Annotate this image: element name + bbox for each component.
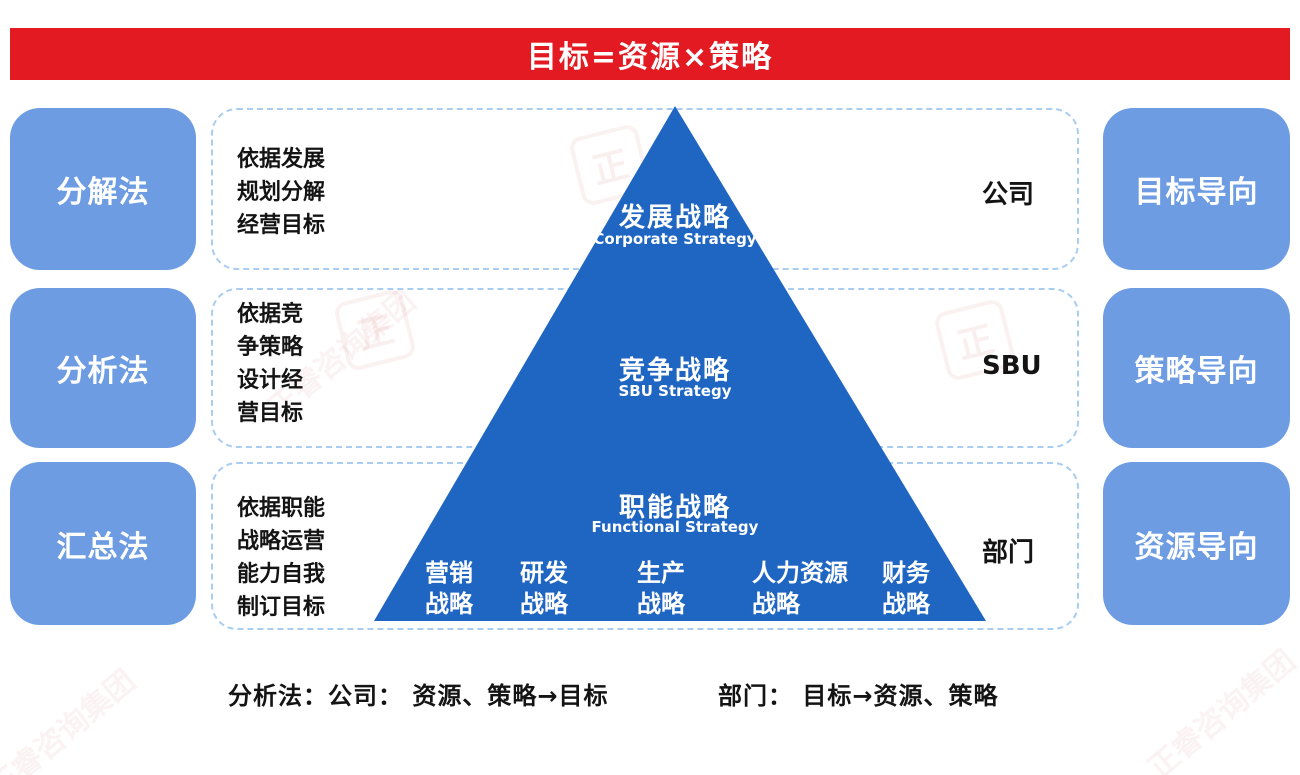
orientation-label: 资源导向 — [1134, 529, 1259, 565]
method-box-summary: 汇总法 — [10, 462, 196, 625]
function-marketing: 营销 战略 — [425, 559, 473, 618]
method-box-analysis: 分析法 — [10, 288, 196, 448]
note-corporate: 依据发展 规划分解 经营目标 — [237, 147, 326, 238]
page-title: 目标=资源×策略 — [526, 40, 774, 75]
orientation-box-goal: 目标导向 — [1103, 108, 1290, 270]
method-label: 分析法 — [56, 354, 150, 389]
note-functional: 依据职能 战略运营 能力自我 制订目标 — [237, 496, 326, 620]
org-label-company: 公司 — [982, 180, 1035, 210]
method-label: 分解法 — [56, 175, 150, 210]
org-label-department: 部门 — [982, 538, 1035, 568]
function-finance: 财务 战略 — [882, 559, 930, 618]
method-box-decomposition: 分解法 — [10, 108, 196, 270]
footer-analysis-department: 部门： 目标→资源、策略 — [718, 682, 999, 710]
method-label: 汇总法 — [56, 529, 150, 565]
orientation-box-resource: 资源导向 — [1103, 462, 1290, 625]
orientation-box-strategy: 策略导向 — [1103, 288, 1290, 448]
level-title-corporate: 发展战略 — [618, 203, 731, 233]
title-banner: 目标=资源×策略 — [10, 28, 1290, 80]
level-subtitle-corporate: Corporate Strategy — [593, 230, 757, 248]
level-title-functional: 职能战略 — [618, 493, 731, 523]
level-subtitle-functional: Functional Strategy — [591, 518, 759, 536]
org-label-sbu: SBU — [982, 351, 1042, 381]
function-rnd: 研发 战略 — [520, 559, 568, 618]
level-title-sbu: 竞争战略 — [618, 356, 731, 386]
orientation-label: 策略导向 — [1134, 354, 1259, 389]
orientation-label: 目标导向 — [1134, 175, 1259, 210]
function-hr: 人力资源 战略 — [752, 559, 848, 618]
footer-analysis-company: 分析法：公司： 资源、策略→目标 — [228, 682, 609, 710]
function-production: 生产 战略 — [637, 559, 685, 618]
level-subtitle-sbu: SBU Strategy — [618, 382, 732, 400]
note-sbu: 依据竞 争策略 设计经 营目标 — [237, 302, 304, 426]
